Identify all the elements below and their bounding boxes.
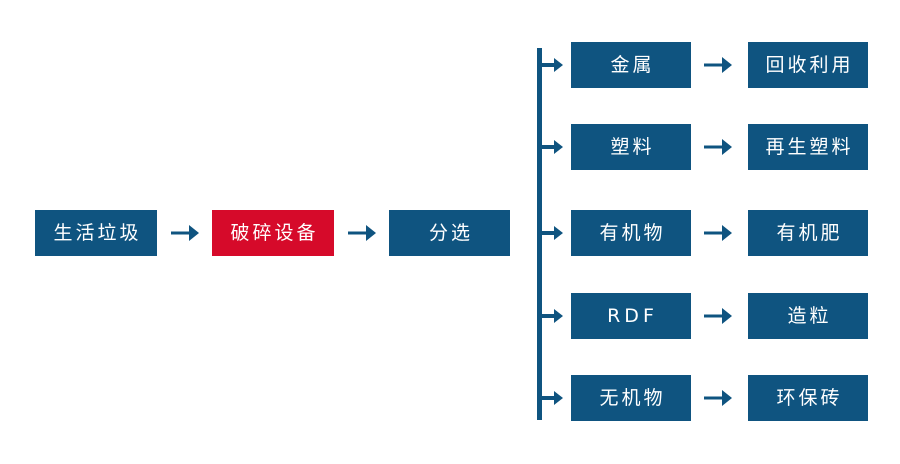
branch-trunk-line <box>537 48 542 420</box>
arrow-right-icon-branch-1 <box>703 52 733 78</box>
branch-box-product-3[interactable]: 有机肥 <box>748 210 868 256</box>
branch-box-product-5[interactable]: 环保砖 <box>748 375 868 421</box>
branch-tee-arrow-4 <box>540 306 564 326</box>
arrow-right-icon-branch-4 <box>703 303 733 329</box>
branch-tee-arrow-2 <box>540 137 564 157</box>
arrow-right-icon-main-2 <box>347 220 377 246</box>
branch-tee-arrow-5 <box>540 388 564 408</box>
arrow-right-icon-branch-5 <box>703 385 733 411</box>
branch-box-product-1[interactable]: 回收利用 <box>748 42 868 88</box>
branch-box-material-3[interactable]: 有机物 <box>571 210 691 256</box>
branch-box-product-4[interactable]: 造粒 <box>748 293 868 339</box>
arrow-right-icon-branch-2 <box>703 134 733 160</box>
branch-box-material-2[interactable]: 塑料 <box>571 124 691 170</box>
branch-box-material-5[interactable]: 无机物 <box>571 375 691 421</box>
branch-tee-arrow-3 <box>540 223 564 243</box>
branch-box-material-4[interactable]: RDF <box>571 293 691 339</box>
branch-box-product-2[interactable]: 再生塑料 <box>748 124 868 170</box>
arrow-right-icon-main-1 <box>170 220 200 246</box>
flow-box-crusher-equipment[interactable]: 破碎设备 <box>212 210 334 256</box>
branch-box-material-1[interactable]: 金属 <box>571 42 691 88</box>
branch-tee-arrow-1 <box>540 55 564 75</box>
arrow-right-icon-branch-3 <box>703 220 733 246</box>
flow-box-domestic-waste[interactable]: 生活垃圾 <box>35 210 157 256</box>
flow-box-sorting[interactable]: 分选 <box>389 210 510 256</box>
